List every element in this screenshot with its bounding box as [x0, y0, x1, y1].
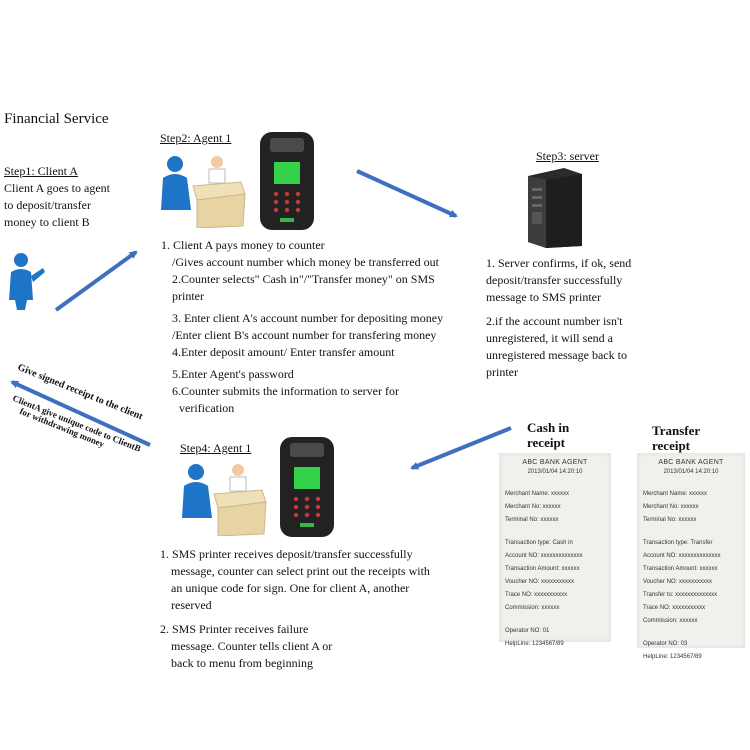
receipt-line: Voucher NO: xxxxxxxxxxx: [643, 579, 713, 585]
step2-line: /Gives account number which money be tra…: [172, 255, 439, 269]
sms-printer-image: [260, 132, 314, 230]
step3-line: deposit/transfer successfully: [486, 273, 623, 287]
receipt-line: Voucher NO: xxxxxxxxxxx: [505, 579, 575, 585]
cash-in-title-line: receipt: [527, 435, 566, 450]
step2-line: 2.Counter selects" Cash in"/"Transfer mo…: [172, 272, 435, 286]
receipt-bank: ABC BANK AGENT: [658, 459, 724, 466]
receipt-line: Transaction type: Transfer: [643, 540, 713, 546]
step4-line: message, counter can select print out th…: [171, 564, 430, 578]
step4-line: message. Counter tells client A or: [171, 639, 333, 653]
step4-line: 2. SMS Printer receives failure: [160, 622, 309, 636]
page-title: Financial Service: [4, 111, 109, 127]
sms-printer-image-2: [280, 437, 334, 537]
step3-line: 2.if the account number isn't: [486, 314, 623, 328]
step2-line: 5.Enter Agent's password: [172, 367, 294, 381]
transfer-receipt-title: Transfer receipt: [652, 423, 700, 453]
step4-line: back to menu from beginning: [171, 656, 313, 670]
receipt-line: Merchant No: xxxxxx: [505, 504, 561, 510]
receipt-line: Trace NO: xxxxxxxxxxx: [505, 592, 568, 598]
receipt-line: Transfer to: xxxxxxxxxxxxxx: [643, 592, 718, 598]
receipt-line: Merchant Name: xxxxxx: [505, 491, 570, 497]
receipt-line: Trace NO: xxxxxxxxxxx: [643, 605, 706, 611]
receipt-line: Commission: xxxxxx: [643, 618, 698, 624]
receipt-line: Account NO: xxxxxxxxxxxxxx: [643, 553, 721, 559]
receipt-line: HelpLine: 1234567/89: [643, 654, 702, 660]
step1-line: money to client B: [4, 215, 90, 229]
receipt-line: Transaction Amount: xxxxxx: [505, 566, 580, 572]
cash-in-receipt: ABC BANK AGENT 2013/01/04 14:20:10 Merch…: [499, 453, 611, 647]
step2-line: /Enter client B's account number for tra…: [172, 328, 437, 342]
step4-text: 1. SMS printer receives deposit/transfer…: [160, 546, 430, 672]
receipt-line: Terminal No: xxxxxx: [643, 517, 697, 523]
step2-line: 6.Counter submits the information to ser…: [172, 384, 399, 398]
step1-block: Step1: Client A Client A goes to agent t…: [4, 163, 110, 231]
step3-line: printer: [486, 365, 518, 379]
step3-line: unregistered message back to: [486, 348, 627, 362]
receipt-line: Terminal No: xxxxxx: [505, 517, 559, 523]
receipt-line: Transaction type: Cash in: [505, 540, 573, 546]
step4-line: an unique code for sign. One for client …: [171, 581, 410, 595]
step2-line: verification: [179, 401, 235, 415]
cash-in-title-line: Cash in: [527, 420, 570, 435]
receipt-line: Transaction Amount: xxxxxx: [643, 566, 718, 572]
step2-line: 4.Enter deposit amount/ Enter transfer a…: [172, 345, 395, 359]
step3-line: unregistered, it will send a: [486, 331, 613, 345]
cash-in-receipt-title: Cash in receipt: [527, 420, 569, 450]
agent-counter-illustration: [161, 156, 246, 228]
receipt-datetime: 2013/01/04 14:20:10: [663, 469, 719, 475]
step4-line: 1. SMS printer receives deposit/transfer…: [160, 547, 413, 561]
step2-text: 1. Client A pays money to counter /Gives…: [161, 237, 443, 417]
step4-line: reserved: [171, 598, 212, 612]
receipt-line: Operator NO: 01: [505, 628, 550, 634]
transfer-title-line: Transfer: [652, 423, 701, 438]
step2-line: 3. Enter client A's account number for d…: [172, 311, 444, 325]
receipt-line: HelpLine: 1234567/89: [505, 641, 564, 647]
step1-header: Step1: Client A: [4, 164, 79, 178]
receipt-bank: ABC BANK AGENT: [522, 459, 588, 466]
receipt-line: Operator NO: 03: [643, 641, 688, 647]
arrow-client-to-agent: [54, 250, 138, 312]
step2-line: 1. Client A pays money to counter: [161, 238, 325, 252]
receipt-datetime: 2013/01/04 14:20:10: [527, 469, 583, 475]
client-a-figure: [9, 253, 45, 310]
step2-header: Step2: Agent 1: [160, 131, 232, 145]
arrow-agent-to-client: [10, 380, 151, 447]
step3-line: 1. Server confirms, if ok, send: [486, 256, 632, 270]
transfer-title-line: receipt: [652, 438, 691, 453]
step2-line: printer: [172, 289, 204, 303]
step1-line: to deposit/transfer: [4, 198, 91, 212]
receipt-line: Merchant No: xxxxxx: [643, 504, 699, 510]
agent-counter-illustration-2: [182, 464, 267, 536]
server-image: [528, 168, 582, 248]
receipt-line: Merchant Name: xxxxxx: [643, 491, 708, 497]
arrow-server-to-agent: [410, 426, 512, 470]
receipt-line: Account NO: xxxxxxxxxxxxxx: [505, 553, 583, 559]
transfer-receipt: ABC BANK AGENT 2013/01/04 14:20:10 Merch…: [637, 453, 745, 660]
step3-text: 1. Server confirms, if ok, send deposit/…: [486, 255, 631, 381]
step1-line: Client A goes to agent: [4, 181, 110, 195]
step4-header: Step4: Agent 1: [180, 441, 252, 455]
arrow-agent-to-server: [356, 169, 458, 218]
step3-line: message to SMS printer: [486, 290, 601, 304]
receipt-line: Commission: xxxxxx: [505, 605, 560, 611]
step3-header: Step3: server: [536, 149, 599, 163]
